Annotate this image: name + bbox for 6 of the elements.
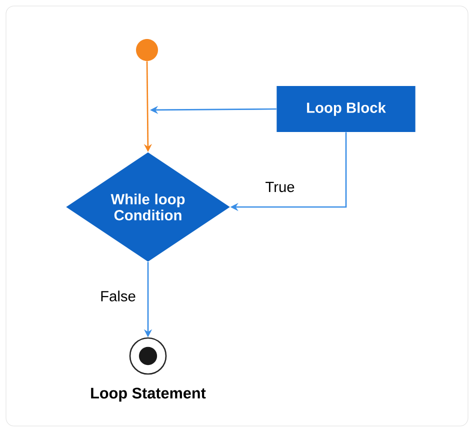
process-box: Loop Block <box>276 86 416 132</box>
end-circle <box>129 337 167 375</box>
node-caption: Loop Statement <box>91 388 206 402</box>
edge-label: True <box>264 180 296 194</box>
start-circle <box>136 39 158 61</box>
edge-label: False <box>98 289 138 303</box>
